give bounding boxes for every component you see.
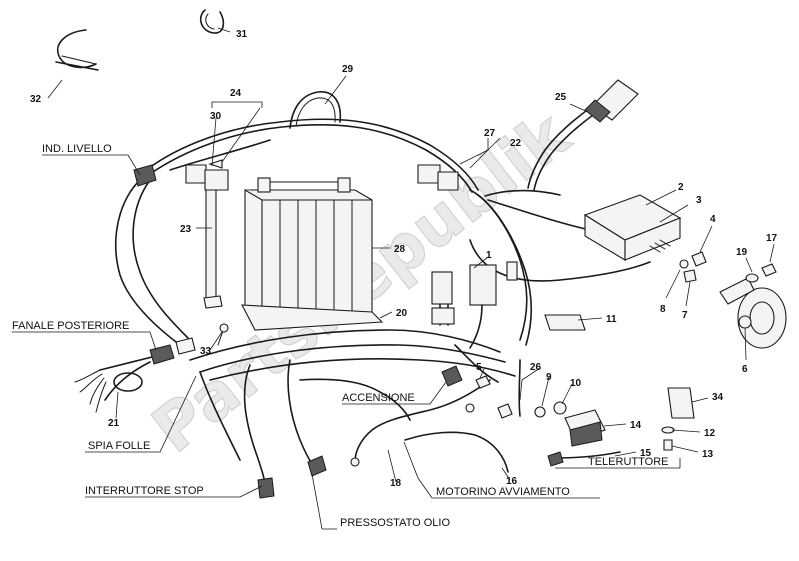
part-number-4: 4 [710, 214, 716, 225]
stop-switch [257, 477, 275, 499]
connector-24 [185, 159, 229, 191]
part-number-14: 14 [630, 420, 642, 431]
part-number-1: 1 [486, 250, 492, 261]
part-number-8: 8 [660, 304, 666, 315]
part-number-25: 25 [555, 92, 567, 103]
connector-22-27 [417, 164, 459, 191]
label-ind-livello: IND. LIVELLO [42, 143, 112, 155]
label-pressostato-olio: PRESSOSTATO OLIO [340, 517, 450, 529]
relay-block-1 [431, 261, 518, 349]
label-teleruttore: TELERUTTORE [588, 456, 668, 468]
accensione-connector [441, 365, 463, 387]
hose-clip-31 [199, 9, 225, 34]
bracket-34 [667, 387, 695, 419]
bracket-11 [544, 314, 586, 331]
label-accensione: ACCENSIONE [342, 392, 415, 404]
part-number-19: 19 [736, 247, 748, 258]
leader-lines [12, 27, 775, 530]
part-number-28: 28 [394, 244, 406, 255]
part-number-11: 11 [606, 314, 617, 325]
part-number-6: 6 [742, 364, 748, 375]
label-fanale-posteriore: FANALE POSTERIORE [12, 320, 129, 332]
part-number-22: 22 [510, 138, 522, 149]
part-number-34: 34 [712, 392, 724, 403]
part-number-callouts: 31 32 29 24 30 23 28 20 33 21 27 22 25 2… [30, 29, 778, 489]
part-number-23: 23 [180, 224, 192, 235]
callout-labels: IND. LIVELLO FANALE POSTERIORE SPIA FOLL… [12, 143, 668, 529]
cable-ends [219, 323, 564, 467]
label-spia-folle: SPIA FOLLE [88, 440, 150, 452]
label-interruttore-stop: INTERRUTTORE STOP [85, 485, 204, 497]
part-number-31: 31 [236, 29, 248, 40]
part-number-17: 17 [766, 233, 778, 244]
fanale-connector [149, 337, 196, 365]
part-number-7: 7 [682, 310, 688, 321]
cable-clip-32 [55, 29, 99, 71]
voltage-regulator [583, 194, 682, 261]
part-number-24: 24 [230, 88, 242, 99]
starter-relay-14 [564, 409, 606, 447]
horn-6 [719, 277, 787, 349]
main-harness [74, 91, 651, 491]
part-number-9: 9 [546, 372, 552, 383]
battery-28 [241, 177, 384, 331]
label-motorino-avviamento: MOTORINO AVVIAMENTO [436, 486, 570, 498]
part-number-12: 12 [704, 428, 716, 439]
battery-strap-23 [203, 184, 223, 309]
part-number-30: 30 [210, 111, 222, 122]
part-number-10: 10 [570, 378, 582, 389]
coil-25 [584, 79, 639, 123]
part-number-26: 26 [530, 362, 542, 373]
part-number-18: 18 [390, 478, 402, 489]
oil-pressure-switch [307, 455, 327, 477]
part-number-32: 32 [30, 94, 42, 105]
part-number-15: 15 [640, 448, 652, 459]
level-sensor-plug [133, 164, 157, 187]
part-number-29: 29 [342, 64, 354, 75]
part-number-3: 3 [696, 195, 702, 206]
part-number-27: 27 [484, 128, 496, 139]
part-number-13: 13 [702, 449, 714, 460]
part-number-20: 20 [396, 308, 408, 319]
part-number-16: 16 [506, 476, 518, 487]
part-number-21: 21 [108, 418, 120, 429]
part-number-5: 5 [476, 362, 482, 373]
hardware-fasteners [475, 251, 777, 451]
part-number-33: 33 [200, 346, 212, 357]
part-number-2: 2 [678, 182, 684, 193]
